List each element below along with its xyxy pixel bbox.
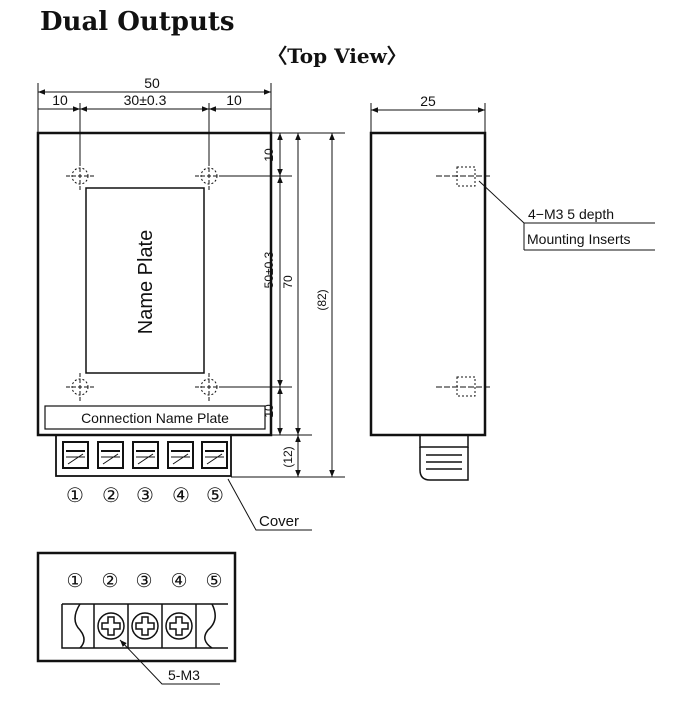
name-plate-label: Name Plate	[135, 230, 157, 335]
dim-left-margin: 10	[52, 92, 68, 108]
dim-overall-height: (82)	[315, 289, 329, 310]
dim-bottom-margin: 10	[262, 404, 276, 418]
cover-leader	[227, 478, 312, 531]
dim-body-height: 70	[281, 275, 295, 289]
rail-clip	[419, 434, 469, 481]
dim-top-margin: 10	[262, 148, 276, 162]
terminal-number: ①	[66, 485, 84, 507]
side-body	[369, 131, 487, 437]
view-label: 〈Top View〉	[267, 44, 407, 68]
terminal-number: ④	[170, 571, 187, 592]
top-dimensions	[37, 83, 272, 162]
terminal-screws	[62, 441, 228, 469]
cover-label: Cover	[259, 513, 299, 530]
terminal-number: ④	[172, 485, 190, 507]
page-title: Dual Outputs	[40, 7, 235, 37]
name-plate	[85, 187, 205, 374]
dim-overall-width: 50	[144, 75, 160, 91]
terminal-number: ③	[135, 571, 152, 592]
side-dimensions	[222, 132, 345, 478]
front-view: Name Plate Connection Name Plate	[36, 75, 345, 531]
terminal-number: ②	[102, 485, 120, 507]
mounting-holes	[66, 162, 223, 401]
terminal-number: ①	[66, 571, 83, 592]
terminal-number: ⑤	[206, 485, 224, 507]
connection-name-plate	[44, 405, 266, 430]
dim-terminal-height: (12)	[281, 446, 295, 467]
screw-leader	[119, 639, 220, 685]
terminal-number: ②	[101, 571, 118, 592]
terminal-number: ③	[136, 485, 154, 507]
side-view: 25 4−M3 5 depth Mounting Inserts	[369, 93, 655, 481]
dim-hole-spacing-x: 30±0.3	[124, 92, 167, 108]
mounting-insert-icons	[436, 166, 492, 397]
screw-spec-label: 5-M3	[168, 667, 200, 683]
terminal-number: ⑤	[205, 571, 222, 592]
insert-spec-label: 4−M3 5 depth	[528, 206, 614, 222]
dim-side-width: 25	[420, 93, 436, 109]
terminal-detail-frame	[36, 551, 237, 663]
dim-right-margin: 10	[226, 92, 242, 108]
screw-head-icons	[97, 612, 193, 640]
terminal-block	[55, 434, 232, 477]
terminal-detail: ① ② ③ ④ ⑤ 5-M3	[36, 551, 237, 685]
terminal-strip	[61, 603, 228, 649]
connection-name-plate-label: Connection Name Plate	[81, 410, 229, 426]
insert-name-label: Mounting Inserts	[527, 231, 631, 247]
dim-hole-spacing-y: 50±0.3	[262, 251, 276, 288]
